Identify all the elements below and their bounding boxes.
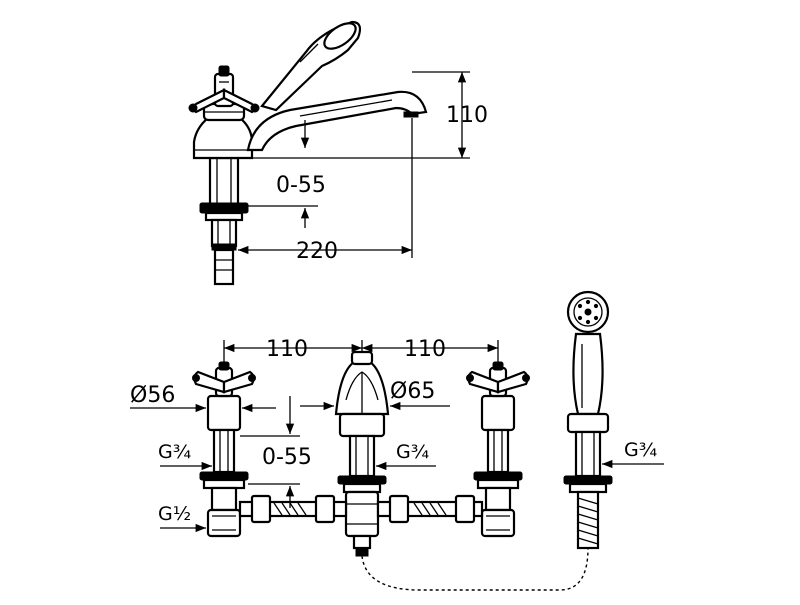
spout-diameter-label: Ø65 <box>390 379 435 404</box>
thread-handle-label: G¾ <box>158 441 191 463</box>
front-view-set: 110 110 Ø56 Ø65 0-55 G¾ G¾ G¾ G½ <box>130 290 664 591</box>
shower-holder <box>563 290 613 550</box>
spacing-left-label: 110 <box>266 337 308 362</box>
center-spout <box>334 350 390 557</box>
height-label: 110 <box>446 103 488 128</box>
height-dimension <box>252 71 470 159</box>
diameter-dimensions <box>130 401 450 413</box>
valve-body <box>192 102 254 160</box>
thread-pipe-label: G½ <box>158 503 191 525</box>
range-dimension-bottom <box>240 396 300 508</box>
valve-shank <box>199 156 249 286</box>
reach-dimension <box>238 118 413 258</box>
cross-handle <box>188 65 260 114</box>
side-view-faucet: 110 0-55 220 <box>188 20 488 286</box>
left-valve <box>192 361 256 538</box>
thread-shower-label: G¾ <box>624 439 657 461</box>
range-label-bottom: 0-55 <box>262 445 312 470</box>
spacing-dimensions <box>223 340 499 366</box>
handle-diameter-label: Ø56 <box>130 383 175 408</box>
thread-leaders <box>160 459 664 533</box>
range-label-top: 0-55 <box>276 173 326 198</box>
thread-spout-label: G¾ <box>396 441 429 463</box>
right-valve <box>466 361 530 538</box>
reach-label: 220 <box>296 239 338 264</box>
hand-shower <box>260 20 362 112</box>
spout <box>246 90 428 152</box>
connecting-pipes <box>238 494 484 524</box>
shower-hose <box>361 547 589 591</box>
spacing-right-label: 110 <box>404 337 446 362</box>
range-dimension <box>248 120 318 228</box>
